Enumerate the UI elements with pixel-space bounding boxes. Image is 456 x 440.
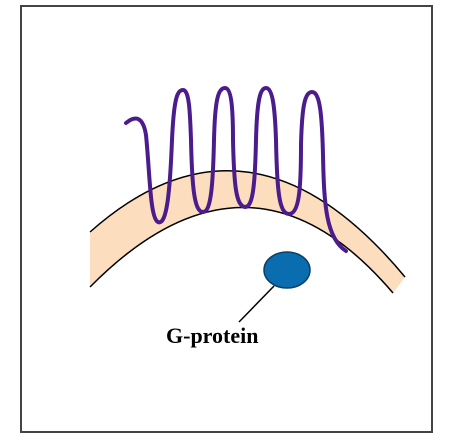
- diagram-frame: [21, 6, 432, 432]
- g-protein-icon: [264, 252, 310, 288]
- g-protein-label: G-protein: [166, 323, 258, 348]
